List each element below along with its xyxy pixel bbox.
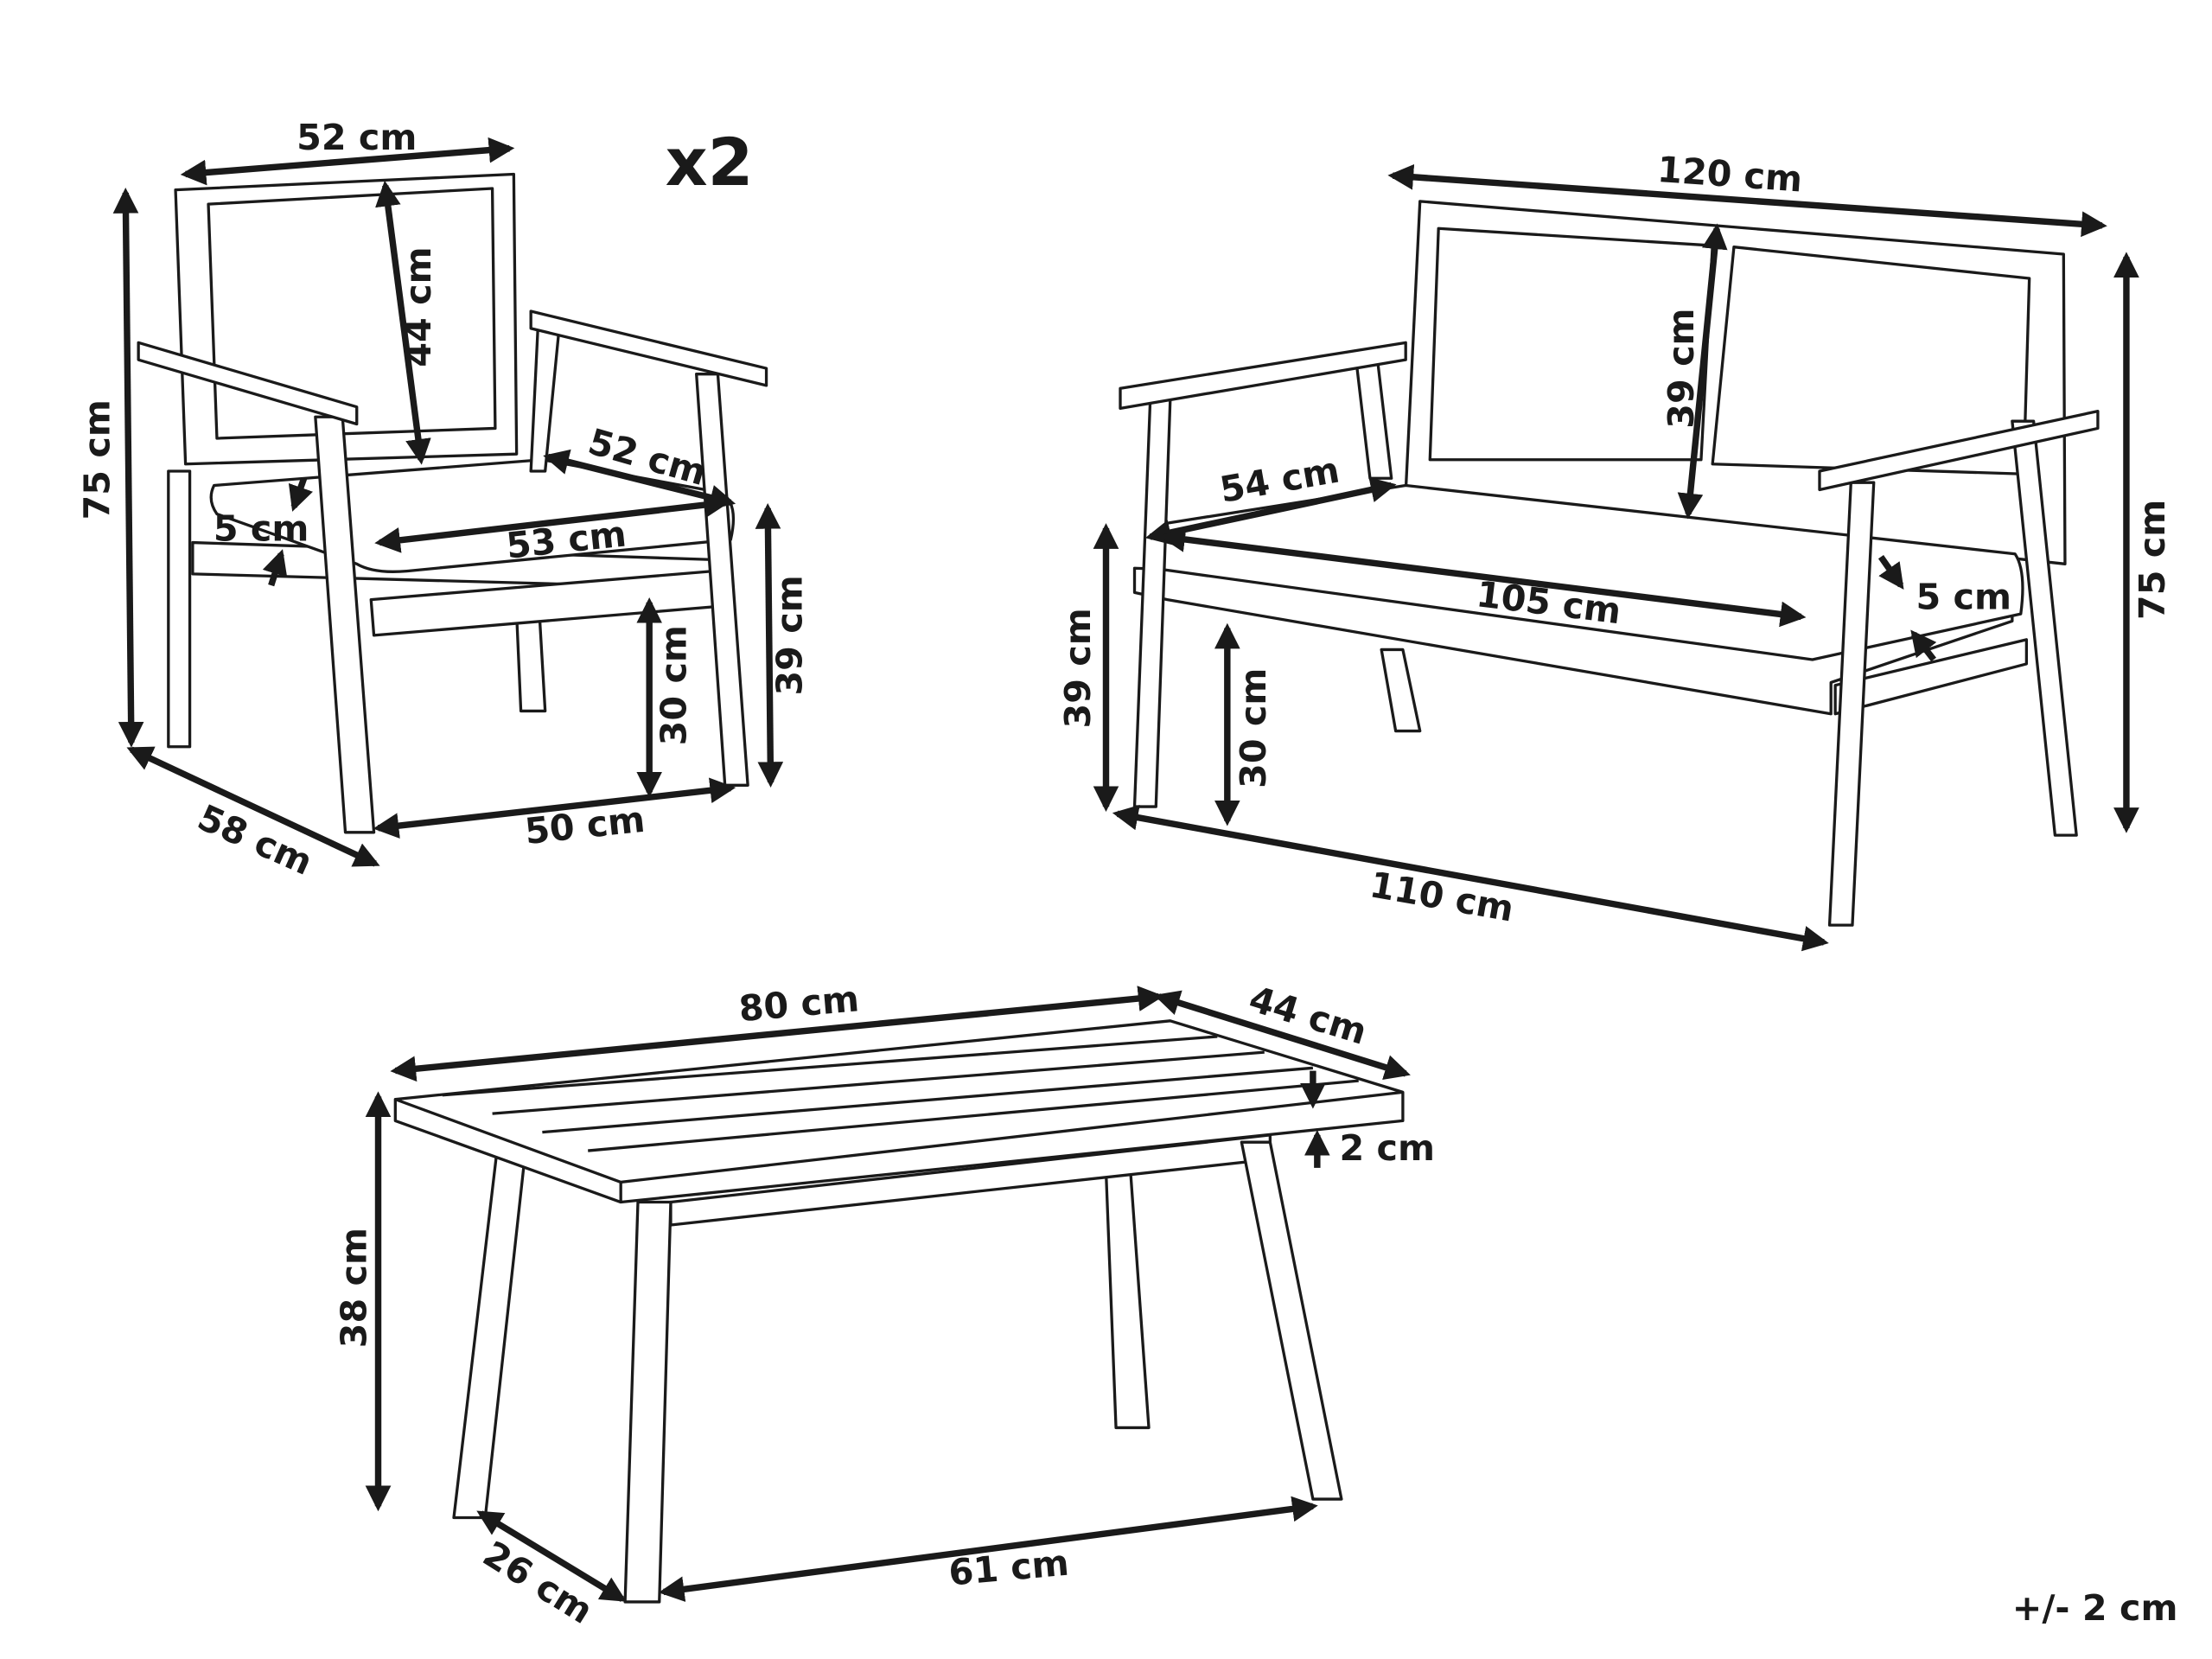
table-front-right-leg [1240, 1140, 1343, 1501]
chair-width-top-label: 52 cm [296, 117, 417, 158]
table-length-label: 80 cm [737, 978, 861, 1030]
bench-cushion-thickness-label: 5 cm [1916, 577, 2011, 618]
chair-backrest-panel [207, 187, 497, 440]
bench-back-mid-leg [1380, 648, 1422, 733]
chair-seat-clearance-label: 30 cm [653, 625, 695, 745]
bench-width-top-label: 120 cm [1656, 149, 1804, 201]
chair-quantity-label: x2 [666, 124, 754, 201]
bench-right-armrest [1818, 409, 2100, 492]
table-back-left-leg [452, 1152, 527, 1520]
armchair-dimensions: 52 cm 44 cm 75 cm 58 cm 50 cm 30 cm 39 c… [77, 117, 811, 884]
bench-front-left-leg [1132, 398, 1172, 808]
table-top-thickness-label: 2 cm [1339, 1127, 1435, 1169]
chair-cushion-thickness-label: 5 cm [214, 507, 309, 549]
bench-left-armrest [1119, 341, 1407, 410]
chair-total-height-label: 75 cm [77, 399, 118, 520]
bench-total-height-label: 75 cm [2132, 500, 2173, 620]
bench-left-arm-post [1354, 355, 1393, 480]
table-back-right-leg [1104, 1166, 1151, 1430]
bench-back-right-leg [2011, 419, 2078, 837]
chair-back-left-leg [167, 469, 192, 749]
bench-front-right-leg [1827, 481, 1876, 927]
bench-backrest-height-label: 39 cm [1661, 308, 1702, 428]
chair-right-armrest [529, 309, 768, 387]
bench-seat-clearance-label: 30 cm [1233, 668, 1274, 788]
bench-side-rail [1833, 638, 2029, 716]
bench-drawing [1119, 200, 2100, 927]
chair-backrest-height-label: 44 cm [398, 246, 439, 367]
table-height-label: 38 cm [334, 1228, 375, 1348]
chair-seat-height-label: 39 cm [768, 575, 810, 695]
tolerance-note: +/- 2 cm [2012, 1587, 2178, 1629]
table-front-left-leg [623, 1200, 673, 1604]
chair-back-right-leg [514, 612, 547, 713]
chair-right-arm-post [529, 323, 561, 473]
bench-seat-height-label: 39 cm [1057, 608, 1099, 728]
